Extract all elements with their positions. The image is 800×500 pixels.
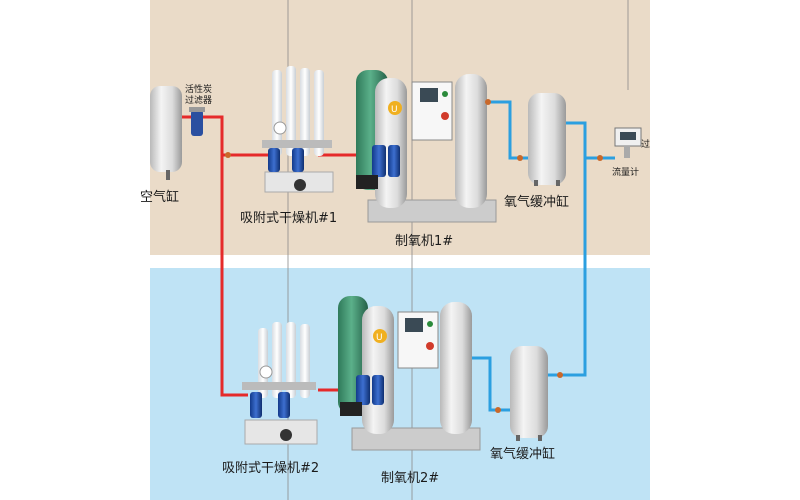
dryer-2 bbox=[242, 322, 318, 445]
buffer-tank-1-label: 氧气缓冲缸 bbox=[504, 194, 569, 210]
generator-1-label: 制氧机1# bbox=[395, 234, 453, 249]
bottom-panel bbox=[150, 268, 650, 500]
flowmeter-label: 流量计 bbox=[612, 166, 639, 178]
activated-carbon-filter-label-2: 过滤器 bbox=[185, 94, 212, 106]
air-tank-label: 空气缸 bbox=[140, 189, 179, 205]
buffer-tank-2 bbox=[495, 346, 563, 441]
generator-1-badge: U bbox=[391, 105, 398, 115]
flowmeter bbox=[597, 127, 642, 161]
buffer-tank-2-label: 氧气缓冲缸 bbox=[490, 446, 555, 462]
activated-carbon-filter bbox=[189, 107, 231, 158]
generator-1: U bbox=[356, 70, 497, 223]
dryer-2-label: 吸附式干燥机#2 bbox=[222, 461, 319, 476]
generator-2: U bbox=[338, 296, 481, 451]
activated-carbon-filter-label: 活性炭 bbox=[185, 83, 212, 95]
dryer-1 bbox=[262, 66, 334, 193]
edge-filter-label: 过 bbox=[641, 138, 650, 150]
dryer-1-label: 吸附式干燥机#1 bbox=[240, 211, 337, 226]
generator-2-badge: U bbox=[376, 333, 383, 343]
air-tank bbox=[150, 86, 182, 180]
generator-2-label: 制氧机2# bbox=[381, 471, 439, 486]
buffer-tank-1 bbox=[517, 93, 566, 186]
